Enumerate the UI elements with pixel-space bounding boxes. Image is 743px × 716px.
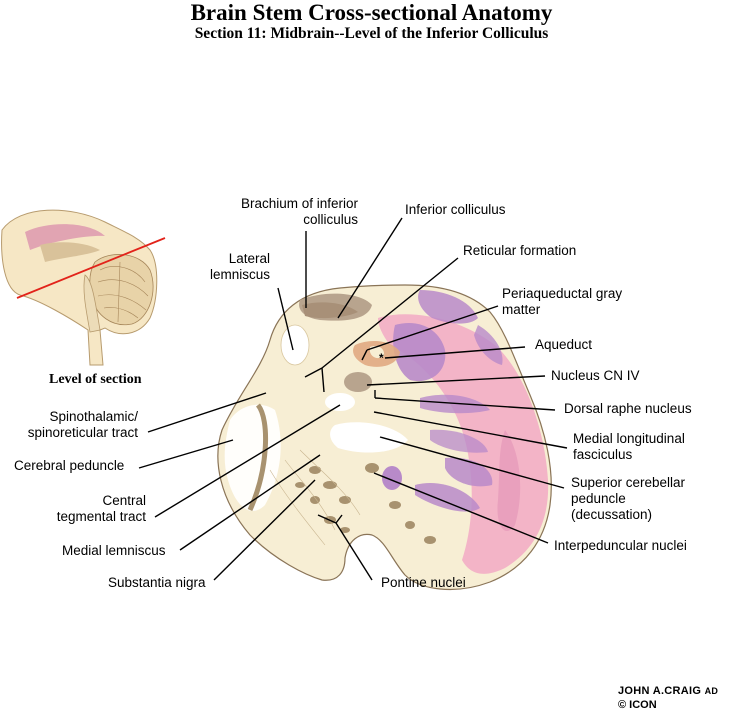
label-aqueduct: Aqueduct — [535, 337, 593, 352]
label-line: spinoreticular tract — [27, 425, 138, 440]
svg-text:*: * — [379, 351, 384, 365]
label-line: matter — [502, 302, 541, 317]
label-line: peduncle — [571, 491, 626, 506]
page-title: Brain Stem Cross-sectional Anatomy — [190, 0, 553, 25]
label-line: tegmental tract — [56, 509, 146, 524]
label-line: (decussation) — [571, 507, 653, 522]
label-line: Central — [102, 493, 146, 508]
sagittal-thumbnail — [1, 209, 166, 366]
label-pontine-nuclei: Pontine nuclei — [381, 575, 466, 590]
label-line: Lateral — [228, 251, 270, 266]
label-nucleus-cn-iv: Nucleus CN IV — [551, 368, 640, 383]
label-central-tegmental-tract: Central tegmental tract — [40, 493, 146, 525]
label-interpeduncular-nuclei: Interpeduncular nuclei — [554, 538, 687, 553]
label-inferior-colliculus: Inferior colliculus — [405, 202, 506, 217]
label-line: Spinothalamic/ — [49, 409, 138, 424]
label-line: lemniscus — [209, 267, 270, 282]
label-line: Periaqueductal gray — [502, 286, 623, 301]
label-substantia-nigra: Substantia nigra — [108, 575, 206, 590]
label-spinothalamic-tract: Spinothalamic/ spinoreticular tract — [6, 409, 138, 441]
label-line: fasciculus — [573, 447, 633, 462]
label-line: colliculus — [303, 212, 358, 227]
label-lateral-lemniscus: Lateral lemniscus — [198, 251, 270, 283]
label-cerebral-peduncle: Cerebral peduncle — [14, 458, 125, 473]
label-reticular-formation: Reticular formation — [463, 243, 577, 258]
artist-name: JOHN A.CRAIG — [618, 685, 702, 697]
section-line — [16, 237, 166, 299]
label-superior-cerebellar-peduncle: Superior cerebellar peduncle (decussatio… — [571, 475, 685, 523]
midbrain-section: * — [217, 284, 552, 591]
label-medial-longitudinal-fasciculus: Medial longitudinal fasciculus — [573, 431, 685, 463]
level-of-section-label: Level of section — [49, 372, 142, 387]
label-line: Medial longitudinal — [573, 431, 685, 446]
label-line: Brachium of inferior — [240, 196, 358, 211]
label-line: Superior cerebellar — [571, 475, 686, 490]
artist-signature: JOHN A.CRAIG AD — [618, 685, 718, 697]
leader-lines — [138, 217, 568, 581]
page-subtitle: Section 11: Midbrain--Level of the Infer… — [194, 25, 549, 42]
label-brachium-inferior-colliculus: Brachium of inferior colliculus — [222, 196, 358, 228]
label-dorsal-raphe-nucleus: Dorsal raphe nucleus — [564, 401, 692, 416]
artist-suffix: AD — [704, 686, 719, 696]
icon-logo: © ICON — [618, 699, 657, 711]
label-periaqueductal-gray-matter: Periaqueductal gray matter — [502, 286, 622, 318]
label-medial-lemniscus: Medial lemniscus — [62, 543, 166, 558]
